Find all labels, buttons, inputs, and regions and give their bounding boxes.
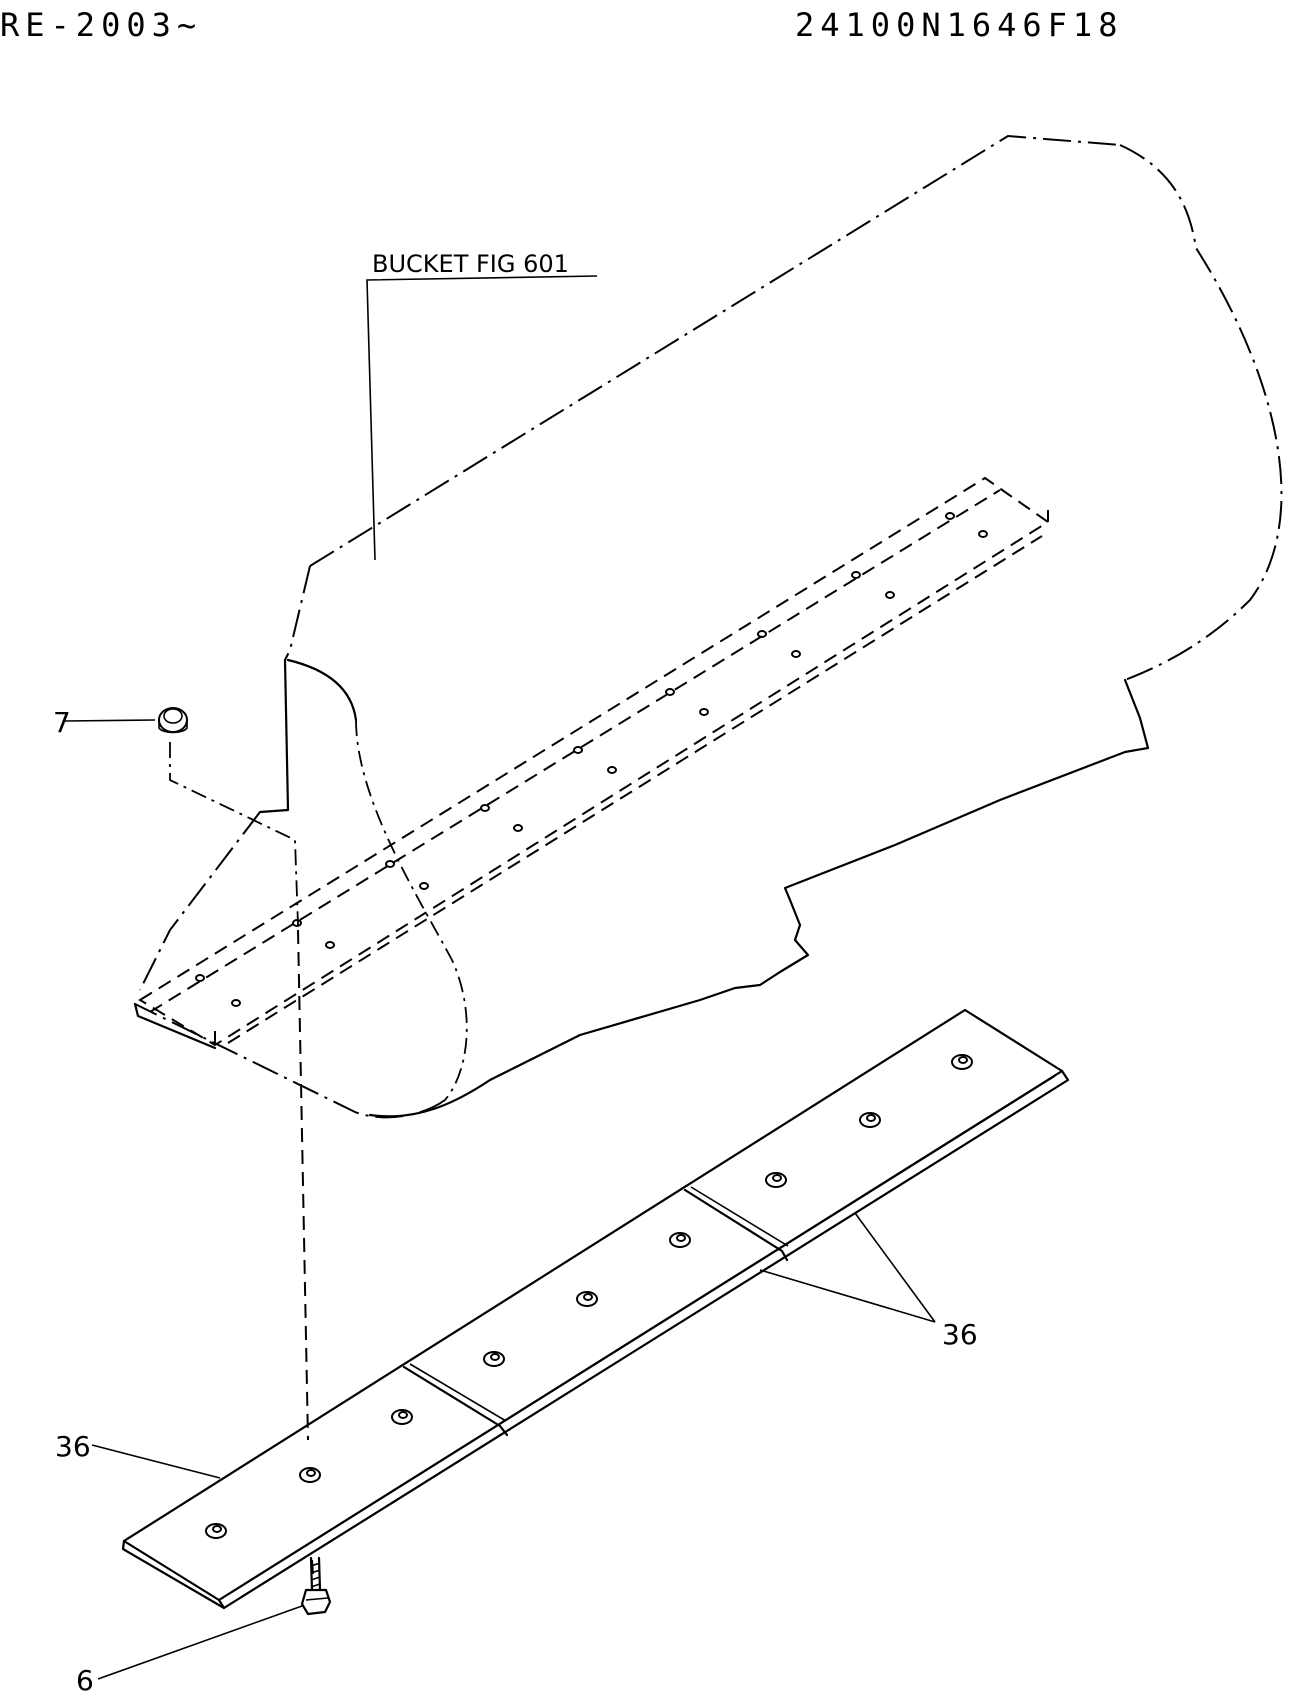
drawing-number-label: 24100N1646F18 — [795, 6, 1124, 44]
bucket-reference-label: BUCKET FIG 601 — [372, 250, 569, 278]
bolt-icon — [300, 1556, 332, 1616]
nut-icon — [158, 707, 188, 734]
nut-callout: 7 — [53, 706, 71, 739]
cutting-edge-assembly — [121, 1008, 1070, 1610]
cutting-edge-callout-right: 36 — [942, 1318, 978, 1351]
mounting-area-outline — [138, 476, 1050, 1047]
cutting-edge-holes — [205, 1054, 973, 1539]
cutting-edge-callout-left: 36 — [55, 1430, 91, 1463]
serial-range-label: RE-2003~ — [0, 6, 203, 44]
bucket-lip-holes — [195, 512, 988, 1007]
bucket-outline — [133, 134, 1283, 1119]
bolt-callout: 6 — [76, 1664, 94, 1697]
